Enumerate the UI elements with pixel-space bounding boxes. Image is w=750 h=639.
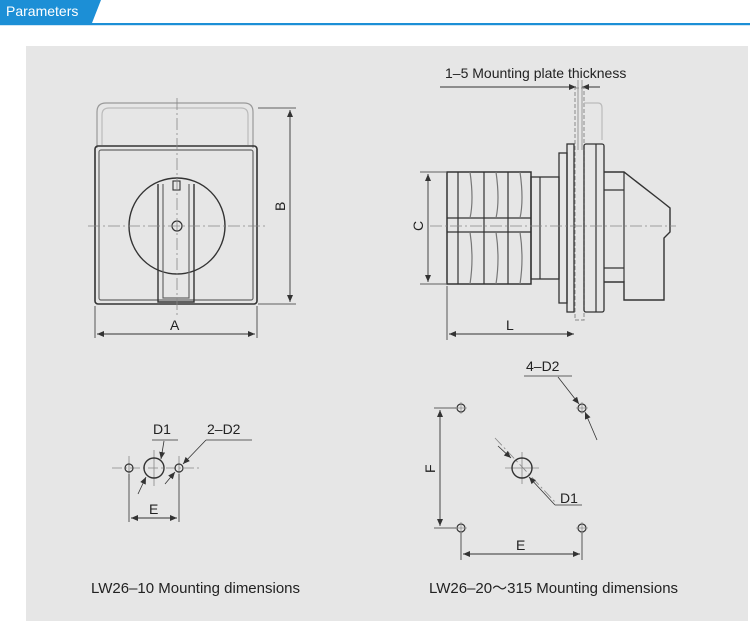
lw26-20-caption: LW26–20～315 Mounting dimensions: [429, 580, 678, 597]
lw26-10-d2-label: 2–D2: [207, 421, 241, 437]
plate-thickness-label: 1–5 Mounting plate thickness: [445, 65, 626, 81]
dim-c-label: C: [410, 221, 426, 231]
front-view: [88, 98, 296, 338]
lw26-20-d2-label: 4–D2: [526, 358, 560, 374]
lw26-10-d1-label: D1: [153, 421, 171, 437]
dim-a-label: A: [170, 317, 180, 333]
lw26-20-e-label: E: [516, 537, 525, 553]
lw26-10-caption: LW26–10 Mounting dimensions: [91, 580, 300, 597]
header-bar: Parameters: [0, 0, 750, 26]
side-view: [420, 80, 676, 340]
dim-l-label: L: [506, 317, 514, 333]
lw26-20-f-label: F: [422, 464, 438, 473]
lw26-20-d1-label: D1: [560, 490, 578, 506]
section-tab[interactable]: Parameters: [0, 0, 92, 23]
dim-b-label: B: [272, 202, 288, 211]
header-rule: [0, 23, 750, 25]
header-rule-shadow: [0, 25, 750, 26]
tab-notch: [92, 0, 101, 23]
lw26-10-e-label: E: [149, 501, 158, 517]
lw26-20-mounting: [434, 375, 598, 560]
lw26-10-mounting: [112, 439, 252, 522]
